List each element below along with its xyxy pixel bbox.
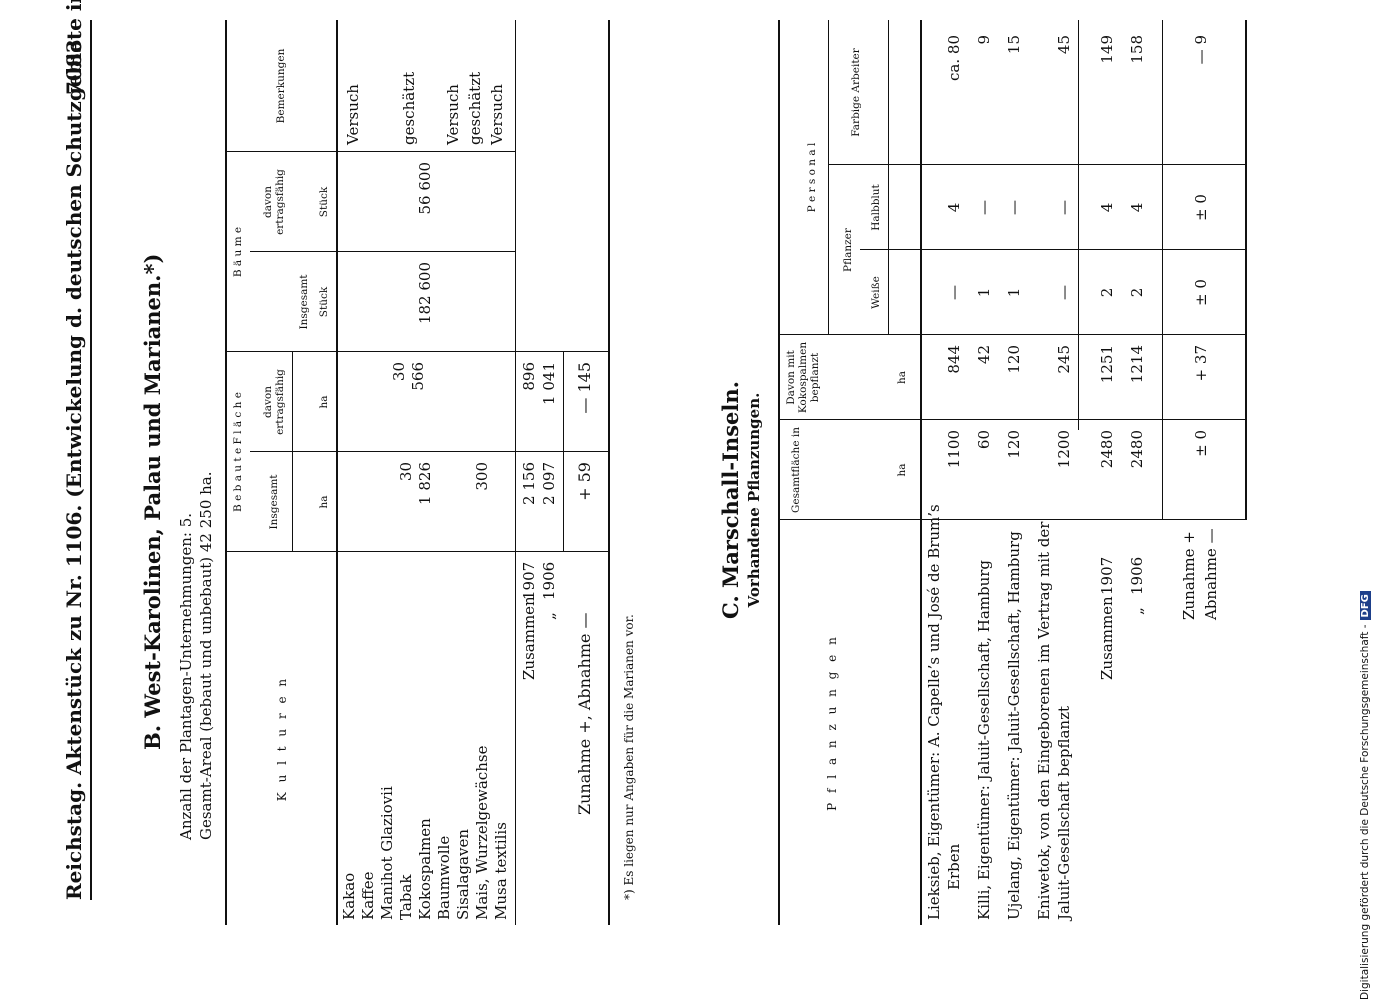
section-b-info-plantations: Anzahl der Plantagen-Unternehmungen: 5. — [177, 512, 195, 840]
col-header-pflanzer: Pflanzer — [842, 228, 854, 272]
col-header-weisse: Weiße — [870, 276, 882, 309]
label-zusammen: Zusammen — [520, 596, 538, 680]
running-header: Reichstag. Aktenstück zu Nr. 1106. (Entw… — [62, 0, 86, 900]
label-zusammen: Zusammen — [1098, 596, 1116, 680]
unit-stueck: Stück — [318, 286, 330, 318]
page-number: 7083 — [62, 39, 86, 95]
col-header-baeume-insgesamt: Insgesamt — [298, 274, 310, 330]
section-b-title: B. West-Karolinen, Palau und Marianen.*) — [140, 253, 165, 750]
section-b-info-area: Gesamt-Areal (bebaut und unbebaut) 42 25… — [197, 471, 215, 840]
total-1907-ertragsfaehig: 896 — [520, 362, 538, 391]
col-header-gesamtflaeche: Gesamtfläche in — [790, 427, 802, 514]
section-c-subtitle: Vorhandene Pflanzungen. — [745, 392, 763, 608]
col-header-halbblut: Halbblut — [870, 184, 882, 231]
col-header-flaeche-insgesamt: Insgesamt — [268, 474, 280, 530]
footnote: *) Es liegen nur Angaben für die Mariane… — [622, 614, 636, 900]
digitization-note: Digitalisierung gefördert durch die Deut… — [1359, 624, 1371, 1000]
col-header-bemerkungen: Bemerkungen — [275, 48, 287, 124]
col-header-baeume-ertragsfaehig: davon ertragsfähig — [262, 169, 286, 235]
label-abnahme: Abnahme — — [1202, 528, 1220, 620]
label-zunahme: Zunahme + — [1180, 531, 1198, 620]
dfg-logo: DFG — [1360, 591, 1371, 621]
digitization-footer: Digitalisierung gefördert durch die Deut… — [1357, 0, 1383, 1000]
total-1906-insgesamt: 2 097 — [540, 462, 558, 505]
change-ertragsfaehig: — 145 — [575, 362, 594, 414]
col-header-pflanzungen: P f l a n z u n g e n — [825, 634, 839, 811]
unit-ha: ha — [896, 463, 908, 477]
unit-ha: ha — [318, 395, 330, 409]
total-1906-ertragsfaehig: 1 041 — [540, 362, 558, 405]
section-c-title: C. Marschall-Inseln. — [718, 381, 743, 619]
col-header-kulturen: K u l t u r e n — [275, 675, 289, 802]
col-header-davon-kokospalmen: Davon mit Kokospalmen bepflanzt — [785, 341, 821, 414]
header-rule — [90, 20, 92, 900]
col-header-bebaute-flaeche: B e b a u t e F l ä c h e — [232, 392, 244, 512]
label-zunahme-abnahme: Zunahme +, Abnahme — — [575, 612, 594, 815]
col-header-personal: P e r s o n a l — [806, 142, 818, 213]
change-insgesamt: + 59 — [575, 462, 594, 501]
unit-stueck: Stück — [318, 186, 330, 218]
total-1907-insgesamt: 2 156 — [520, 462, 538, 505]
unit-ha: ha — [896, 370, 908, 385]
col-header-flaeche-ertragsfaehig: davon ertragsfähig — [262, 369, 286, 435]
unit-ha: ha — [318, 495, 330, 509]
col-header-baeume: B ä u m e — [232, 226, 244, 278]
col-header-farbige-arbeiter: Farbige Arbeiter — [850, 48, 862, 137]
